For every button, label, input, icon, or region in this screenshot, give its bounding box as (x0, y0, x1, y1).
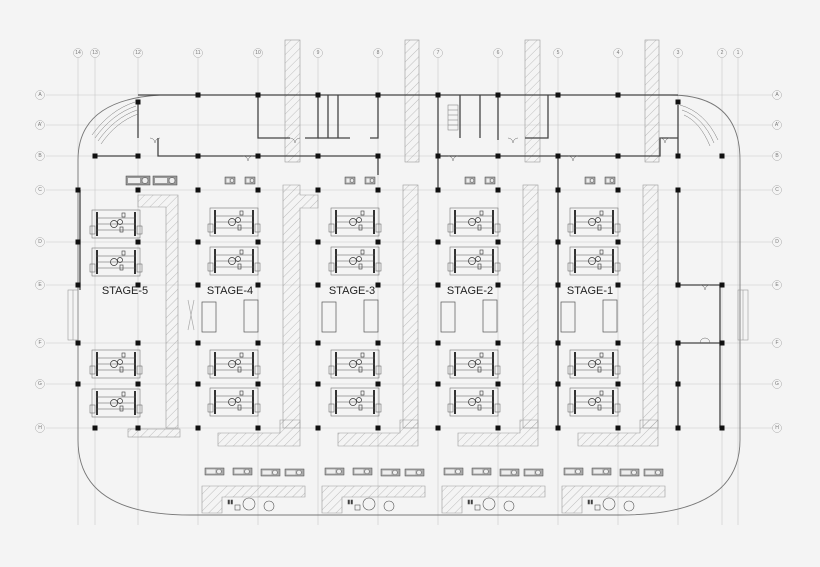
row-grid-bubbles (35, 90, 782, 433)
grid-col-label: 4 (617, 50, 620, 56)
grid-row-label: A' (775, 122, 779, 128)
grid-col-label: 12 (135, 50, 141, 56)
stage-label-2: STAGE-2 (446, 285, 494, 297)
grid-row-label: H (38, 425, 42, 431)
grid-row-label: B (775, 153, 779, 159)
grid-col-label: 7 (437, 50, 440, 56)
stage-boxes (187, 299, 618, 333)
grid-col-label: 2 (721, 50, 724, 56)
grid-row-label: G (38, 381, 42, 387)
corner-ramps (91, 101, 719, 147)
grid-row-label: A (775, 92, 779, 98)
grid-row-label: A (38, 92, 42, 98)
grid-row-label: D (775, 239, 779, 245)
grid-row-label: E (775, 282, 779, 288)
grid-row-label: B (38, 153, 42, 159)
grid-col-label: 10 (255, 50, 261, 56)
grid-row-label: E (38, 282, 42, 288)
grid-row-label: H (775, 425, 779, 431)
grid-col-label: 9 (317, 50, 320, 56)
row-grid-labels-right: A A' B C D E F G H (775, 92, 779, 431)
grid-col-label: 11 (195, 50, 200, 56)
side-entrances (67, 289, 749, 341)
equipment-units-bottom (204, 467, 664, 477)
bottom-tanks (227, 497, 635, 512)
grid-row-label: F (775, 340, 778, 346)
stage-label-4: STAGE-4 (206, 285, 254, 297)
equipment-units-top (125, 175, 616, 186)
door-swings (149, 137, 711, 344)
grid-col-label: 1 (737, 50, 740, 56)
stage-label-5: STAGE-5 (101, 285, 149, 297)
grid-col-label: 14 (75, 50, 81, 56)
grid-row-label: A' (38, 122, 42, 128)
grid-col-label: 13 (92, 50, 98, 56)
building-outline (77, 94, 741, 516)
grid-col-label: 5 (557, 50, 560, 56)
grid-row-label: C (775, 187, 779, 193)
grid-row-label: D (38, 239, 42, 245)
grid-row-label: G (775, 381, 779, 387)
grid-col-label: 6 (497, 50, 500, 56)
stage-label-3: STAGE-3 (328, 285, 376, 297)
row-grid-labels-left: A A' B C D E F G H (38, 92, 42, 431)
hatched-shafts (127, 39, 666, 514)
grid-row-label: C (38, 187, 42, 193)
column-grid-labels: 14 13 12 11 10 9 8 7 6 5 4 3 2 1 (75, 50, 739, 56)
grid-col-label: 3 (677, 50, 680, 56)
grid-col-label: 8 (377, 50, 380, 56)
grid-row-label: F (38, 340, 41, 346)
column-grid-bubbles (73, 48, 743, 58)
stage-label-1: STAGE-1 (566, 285, 614, 297)
